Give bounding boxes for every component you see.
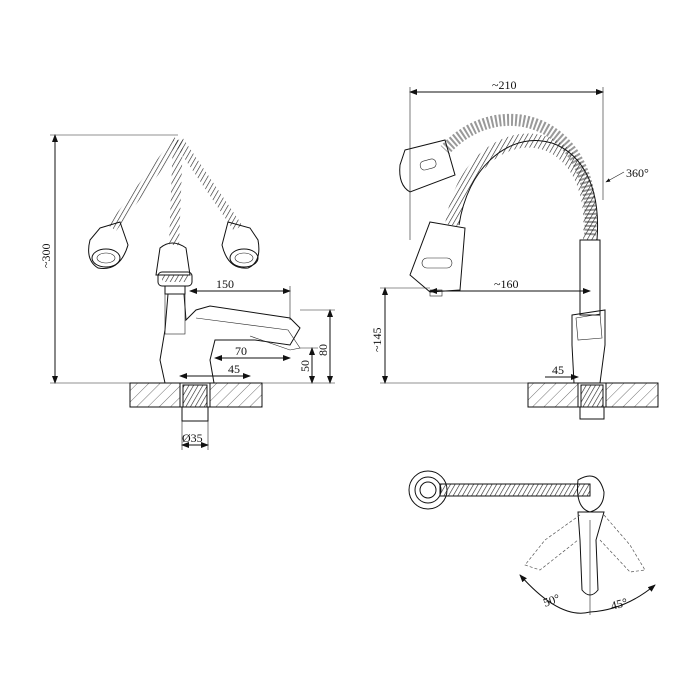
dim-rotation: 360° (626, 166, 649, 180)
hose-right (173, 137, 243, 231)
angle-right: 45° (609, 595, 629, 613)
spray-head (409, 221, 466, 297)
front-view: ~300 150 70 45 50 80 Ø35 (39, 134, 335, 450)
lever-position-left (524, 514, 581, 571)
top-view: 50° 45° (408, 470, 656, 615)
spray-head-right (221, 221, 260, 269)
dim-reach: 150 (216, 277, 234, 291)
mounting-nut (181, 406, 209, 422)
spout-pipe (579, 239, 601, 316)
lever-position-right (599, 514, 646, 573)
angle-left: 50° (541, 591, 562, 610)
dim-height: ~300 (39, 244, 53, 269)
dim-base: 45 (552, 363, 564, 377)
flexible-hose (445, 133, 598, 241)
hose-left (108, 137, 182, 231)
dim-pipe-diameter: Ø35 (182, 431, 203, 445)
side-view: ~210 360° ~160 ~145 45 (370, 78, 659, 420)
dim-height: ~145 (370, 328, 384, 353)
spray-head-left (88, 221, 129, 270)
faucet-body (571, 309, 606, 384)
spray-head-center (155, 242, 193, 295)
dim-width: ~210 (492, 78, 517, 92)
hose-center (169, 139, 183, 246)
dim-reach: ~160 (494, 277, 519, 291)
dim-handle: 70 (235, 344, 247, 358)
body-top (577, 475, 605, 513)
lever-handle (195, 317, 301, 351)
lever-top (577, 511, 605, 596)
spray-head-rotated (399, 139, 456, 193)
hose-top (439, 483, 591, 497)
faucet-body (159, 293, 301, 384)
dim-spout-base: 45 (228, 362, 240, 376)
dim-lever-height: 50 (298, 360, 312, 372)
threaded-shank (182, 384, 208, 408)
dim-body-height: 80 (316, 344, 330, 356)
